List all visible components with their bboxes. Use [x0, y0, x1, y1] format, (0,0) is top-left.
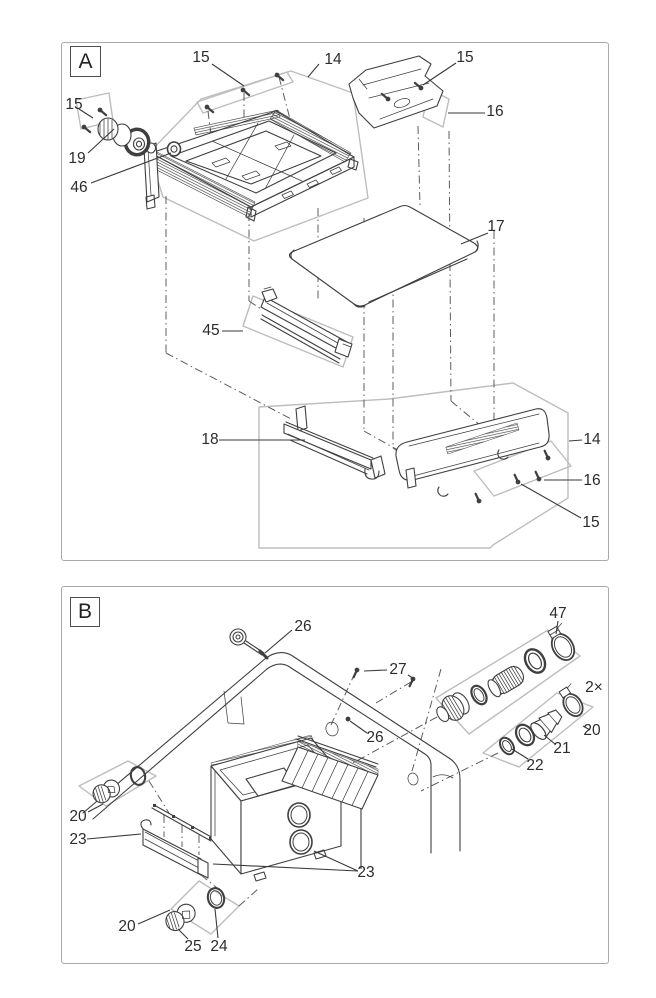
washer-46 — [166, 141, 182, 157]
part-label-14: 14 — [324, 51, 342, 68]
part-label-20: 20 — [69, 808, 87, 825]
part-label-20: 20 — [583, 722, 601, 739]
plug-set-20-left — [92, 766, 147, 804]
blade-bar-45 — [260, 286, 353, 364]
corrugated-hose — [487, 665, 525, 698]
part-label-25: 25 — [184, 938, 202, 955]
part-label-45: 45 — [202, 322, 220, 339]
connector-assembly-47 — [436, 622, 576, 723]
panel-b-drawing — [78, 620, 594, 940]
part-label-26: 26 — [294, 618, 312, 635]
hosetail-set — [498, 683, 584, 756]
part-label-21: 21 — [553, 740, 571, 757]
panel-b: B 26 47 27 2× 26 20 21 22 20 23 23 20 25 24 — [61, 586, 609, 964]
part-label-18: 18 — [201, 431, 219, 448]
part-label-17: 17 — [487, 218, 505, 235]
part-label-14: 14 — [583, 431, 601, 448]
part-label-23: 23 — [357, 864, 375, 881]
panel-a-labels: 15 14 15 16 15 19 46 17 45 18 14 16 15 — [62, 43, 608, 560]
rail-18 — [283, 405, 386, 480]
filter-box-23 — [210, 734, 342, 882]
part-label-23: 23 — [69, 831, 87, 848]
panel-b-letter-box: B — [70, 597, 100, 627]
part-label-27: 27 — [389, 661, 407, 678]
part-label-19: 19 — [68, 150, 86, 167]
part-label-26: 26 — [366, 729, 384, 746]
part-label-15: 15 — [582, 514, 600, 531]
panel-a-drawing — [75, 55, 583, 549]
slot-panel-23-right — [281, 735, 379, 810]
hose-clamp — [547, 622, 576, 661]
o-ring — [470, 684, 488, 706]
plug-set-bottom — [165, 887, 226, 932]
union-nut-21 — [514, 723, 536, 747]
union-nut — [523, 648, 547, 674]
part-label-15: 15 — [192, 49, 210, 66]
rotor-assembly-19 — [97, 117, 157, 157]
panel-b-letter: B — [77, 600, 92, 623]
part-label-16: 16 — [486, 103, 504, 120]
part-label-15: 15 — [65, 96, 83, 113]
plug-20 — [92, 779, 121, 804]
part-label-24: 24 — [210, 938, 228, 955]
threaded-fitting — [436, 692, 470, 723]
leader-lines — [86, 620, 591, 940]
roller-housing-14 — [395, 408, 550, 497]
pin-26 — [345, 716, 351, 722]
part-label-16: 16 — [583, 472, 601, 489]
o-ring-20-left — [129, 766, 147, 786]
part-label-47: 47 — [549, 605, 567, 622]
cover-17 — [288, 204, 479, 308]
panel-a-letter-box: A — [70, 46, 101, 77]
part-label-22: 22 — [526, 757, 544, 774]
panel-a-letter: A — [78, 49, 93, 73]
panel-a: A 15 14 15 16 15 19 46 17 45 18 14 16 15 — [61, 42, 609, 561]
spring-26 — [229, 628, 269, 660]
bracket-16-top — [348, 55, 444, 129]
part-label-15: 15 — [456, 49, 474, 66]
panel-b-labels: 26 47 27 2× 26 20 21 22 20 23 23 20 25 24 — [62, 587, 608, 963]
plug-25 — [165, 903, 196, 932]
hose-clamp-20 — [558, 683, 584, 717]
o-ring-24 — [206, 887, 226, 909]
slot-cover-23-left — [140, 804, 214, 879]
o-ring-22 — [498, 736, 516, 756]
part-label-2x: 2× — [585, 679, 603, 696]
sieve-tray-14 — [143, 109, 359, 222]
leader-lines — [78, 62, 583, 519]
housing-rim — [82, 652, 461, 854]
part-label-20: 20 — [118, 918, 136, 935]
hose-tail-21 — [530, 709, 563, 741]
part-label-46: 46 — [70, 179, 88, 196]
